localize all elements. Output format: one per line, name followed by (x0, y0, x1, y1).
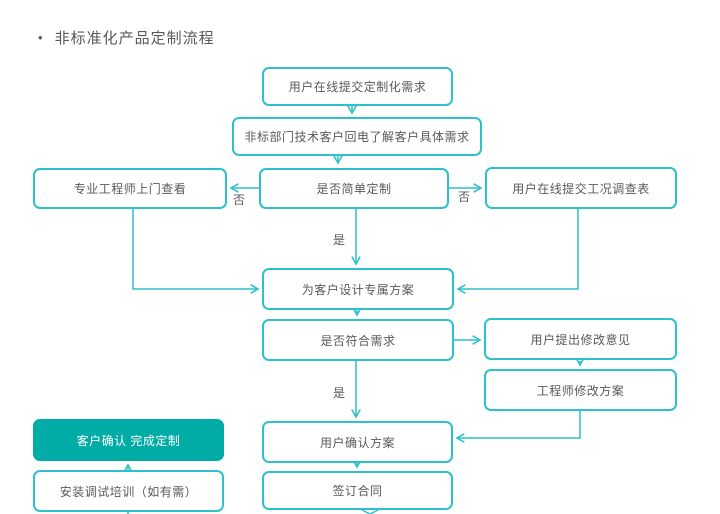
edge-revise-to-confirm (455, 411, 581, 443)
edge-survey-to-design (456, 209, 579, 294)
title-text: 非标准化产品定制流程 (54, 30, 215, 47)
node-user-modification-feedback: 用户提出修改意见 (484, 318, 677, 360)
node-customer-confirm-complete: 客户确认 完成定制 (33, 419, 224, 461)
node-sign-contract: 签订合同 (262, 471, 453, 510)
node-design-exclusive-solution: 为客户设计专属方案 (262, 268, 454, 310)
edge-label-no-right: 否 (458, 190, 471, 204)
edge-label-yes-bottom: 是 (333, 386, 346, 400)
edge-visit-to-design (132, 209, 260, 294)
node-meets-requirements: 是否符合需求 (262, 319, 454, 361)
bullet-icon: • (38, 30, 44, 45)
node-install-debug-training: 安装调试培训（如有需） (33, 470, 224, 512)
edge-label-no-left: 否 (233, 193, 246, 207)
node-engineer-revise-solution: 工程师修改方案 (484, 369, 677, 411)
edge-stub-below-contract (361, 509, 379, 514)
edge-label-yes-top: 是 (333, 233, 346, 247)
node-is-simple-customization: 是否简单定制 (259, 168, 449, 209)
node-user-confirm-solution: 用户确认方案 (262, 421, 453, 463)
node-callback-understand-needs: 非标部门技术客户回电了解客户具体需求 (232, 117, 482, 156)
page-title: • 非标准化产品定制流程 (38, 27, 215, 48)
node-submit-condition-survey: 用户在线提交工况调查表 (485, 167, 677, 209)
node-submit-custom-requirements: 用户在线提交定制化需求 (262, 67, 453, 106)
node-engineer-site-visit: 专业工程师上门查看 (33, 168, 227, 209)
